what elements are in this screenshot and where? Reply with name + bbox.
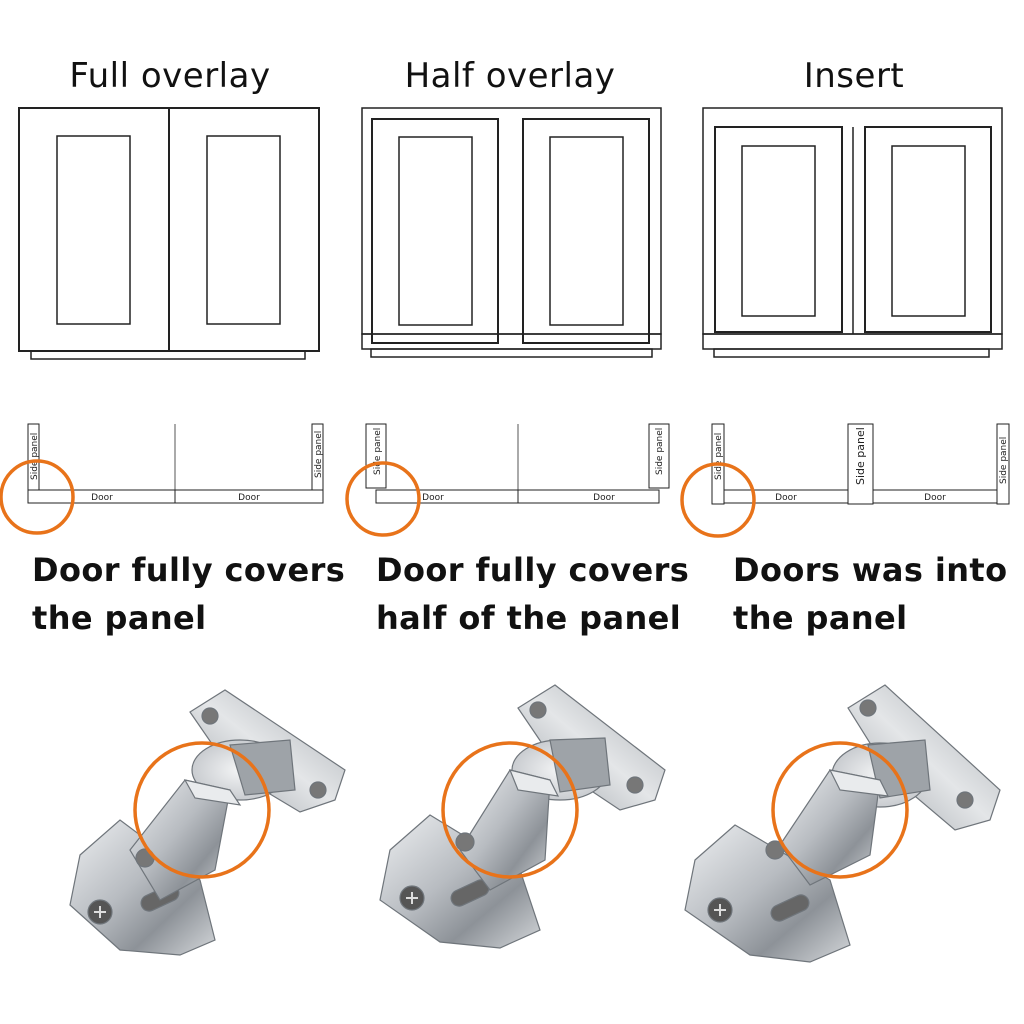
caption-full-overlay: Door fully covers the panel [32,546,362,642]
side-panel-label: Side panel [655,428,665,475]
caption-line: Door fully covers [376,551,690,589]
title-half-overlay: Half overlay [404,56,616,96]
caption-insert: Doors was into the panel [733,546,1024,642]
hinge-photo-full-overlay [69,689,346,956]
highlight-circles-plan [0,459,756,538]
door-label: Door [593,493,615,503]
caption-half-overlay: Door fully covers half of the panel [376,546,706,642]
door-label: Door [775,493,797,503]
highlight-circle-hinge [441,741,579,879]
hinge-photo-insert [684,684,1001,963]
door-label: Door [238,493,260,503]
side-panel-label: Side panel [714,433,724,480]
cabinet-full-overlay [18,107,320,360]
side-panel-label: Side panel [30,433,40,480]
title-insert: Insert [803,56,905,96]
side-panel-label: Side panel [854,427,867,485]
hinge-photo-half-overlay [379,684,666,949]
side-panel-label: Side panel [999,437,1009,484]
plan-full-overlay [27,423,324,504]
caption-line: the panel [32,599,207,637]
caption-line: half of the panel [376,599,682,637]
cabinet-insert [702,107,1003,358]
door-label: Door [422,493,444,503]
cabinet-half-overlay [361,107,662,358]
caption-line: Doors was into [733,551,1008,589]
caption-line: Door fully covers [32,551,346,589]
door-label: Door [924,493,946,503]
plan-half-overlay [365,423,670,504]
side-panel-label: Side panel [373,428,383,475]
highlight-circle-hinge [133,741,271,879]
door-label: Door [91,493,113,503]
side-panel-label: Side panel [314,431,324,478]
title-full-overlay: Full overlay [69,56,271,96]
caption-line: the panel [733,599,908,637]
highlight-circle-hinge [771,741,909,879]
